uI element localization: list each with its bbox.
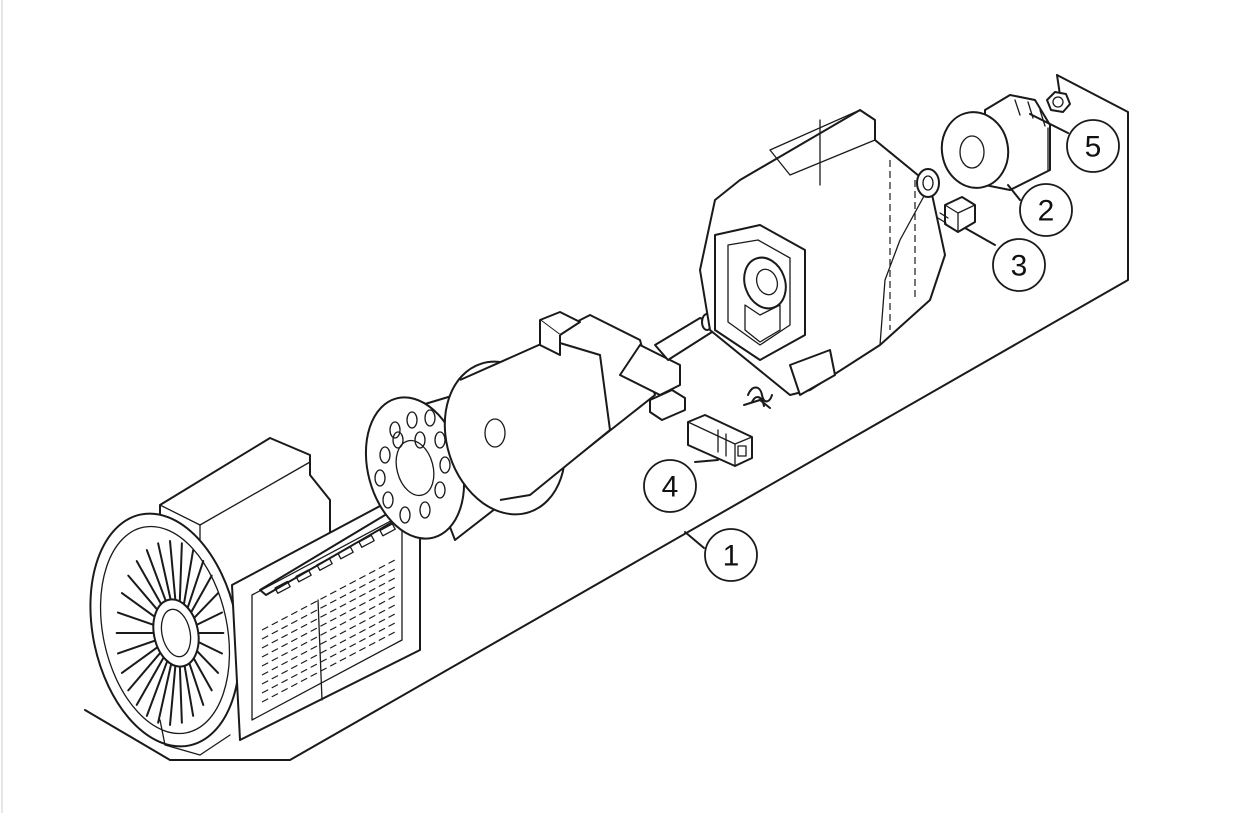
rotor-hole <box>439 456 451 474</box>
hatch-line <box>261 595 396 667</box>
hatch-line <box>261 631 396 703</box>
fan-spoke <box>169 658 177 726</box>
fan-spoke <box>178 542 183 609</box>
spring-clip <box>743 386 773 409</box>
fan-spoke <box>135 652 167 706</box>
fan-spoke <box>169 540 177 608</box>
callout-2: 2 <box>1019 183 1073 237</box>
rotor-hole <box>392 431 404 449</box>
hatch-line <box>261 559 396 631</box>
housing-panel <box>84 74 1129 761</box>
connector <box>687 414 753 467</box>
rotor-hole <box>389 421 401 439</box>
fan-spoke <box>185 560 205 614</box>
callout-3: 3 <box>992 238 1046 292</box>
fan-spoke <box>189 592 220 623</box>
fan-spoke <box>127 648 165 692</box>
hatch-line <box>261 586 396 658</box>
motor-body <box>443 311 713 516</box>
fan-spoke <box>181 549 195 611</box>
leader-lines <box>684 113 1069 549</box>
fan-spoke <box>178 657 183 724</box>
callout-3-label: 3 <box>1011 250 1028 283</box>
fan-spoke <box>145 549 171 611</box>
hatch-line <box>261 613 396 685</box>
drive-gear <box>940 94 1051 191</box>
rotor-hole <box>414 431 426 449</box>
rotor-hole <box>382 491 394 509</box>
callout-1-label: 1 <box>723 540 740 573</box>
hatch-divider <box>317 599 323 701</box>
rotor-hole <box>374 469 386 487</box>
flange-slot <box>274 580 291 594</box>
fan-spoke <box>120 643 163 674</box>
fan-spoke <box>157 657 174 724</box>
callout-4-label: 4 <box>662 471 679 504</box>
washer <box>916 168 940 198</box>
hatch-line <box>261 604 396 676</box>
fan-spoke <box>116 637 162 655</box>
flange-hatch <box>261 559 396 703</box>
fan-spoke <box>145 655 171 717</box>
rotor-hole <box>399 506 411 524</box>
flange-slot <box>316 557 333 571</box>
flange-slot <box>295 569 312 583</box>
fan-spoke <box>187 574 213 618</box>
hatch-line <box>261 577 396 649</box>
hatch-line <box>261 568 396 640</box>
callout-4: 4 <box>643 459 697 513</box>
rotor-hole <box>434 481 446 499</box>
fan-spokes <box>115 540 225 726</box>
callout-5: 5 <box>1066 119 1120 173</box>
clip <box>937 196 976 233</box>
end-shield <box>699 109 946 396</box>
hatch-line <box>261 622 396 694</box>
rotor-hole <box>379 446 391 464</box>
flange-slot <box>379 523 396 537</box>
fan-spoke <box>157 542 174 609</box>
callout-5-label: 5 <box>1085 131 1102 164</box>
callout-2-label: 2 <box>1038 195 1055 228</box>
rotor-hole <box>419 501 431 519</box>
callout-1: 1 <box>704 528 758 582</box>
flange-slots <box>274 523 396 594</box>
flange-slot <box>337 546 354 560</box>
flange-slot <box>358 534 375 548</box>
rotor-hole <box>406 411 418 429</box>
rotor-hole <box>424 409 436 427</box>
nut <box>1046 91 1071 113</box>
